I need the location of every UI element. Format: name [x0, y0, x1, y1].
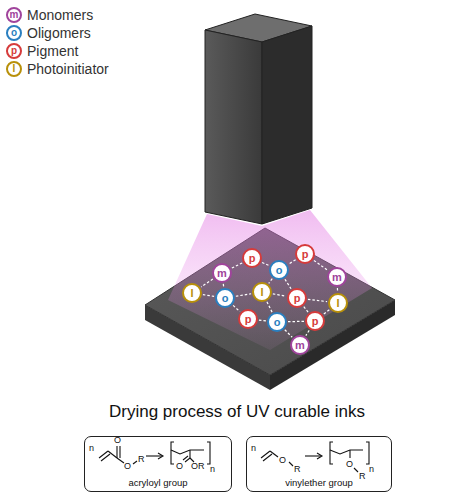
bond-line — [262, 262, 269, 265]
particle-letter: p — [312, 316, 319, 327]
particle-circle: I — [182, 283, 202, 303]
head-right — [262, 26, 312, 224]
legend-letter: m — [10, 10, 19, 20]
chem-atom: O — [176, 462, 183, 471]
bond-line — [285, 279, 291, 288]
chem-atom: OR — [191, 462, 205, 471]
particle-letter: o — [222, 293, 229, 304]
particle-letter: I — [190, 288, 193, 299]
particle-letter: p — [302, 249, 309, 260]
particle-circle: p — [287, 288, 307, 308]
legend-letter: p — [11, 46, 17, 56]
bond-line — [259, 320, 266, 322]
bond-line — [203, 295, 214, 297]
bond-line — [304, 307, 308, 313]
chem-atom: R — [294, 465, 301, 474]
chem-atom: O — [114, 436, 121, 445]
legend-circle: p — [6, 43, 22, 59]
acryloyl-structure — [99, 442, 210, 464]
particle-letter: m — [332, 272, 342, 283]
chem-atom: O — [124, 462, 131, 471]
bond-line — [223, 284, 224, 287]
particle-circle: o — [269, 260, 289, 280]
particle-circle: p — [242, 248, 262, 268]
particle-circle: p — [305, 311, 325, 331]
particle-circle: m — [212, 263, 232, 283]
bond-line — [201, 279, 213, 287]
legend-circle: I — [6, 61, 22, 77]
bond-line — [273, 294, 286, 296]
bond-line — [288, 260, 295, 264]
legend-text: Oligomers — [27, 26, 91, 40]
bond-line — [324, 310, 330, 314]
legend-text: Photoinitiator — [27, 62, 109, 76]
particle-letter: p — [294, 293, 301, 304]
particle-letter: I — [336, 298, 339, 309]
group-label: vinylether group — [285, 477, 353, 488]
bond-line — [308, 299, 327, 301]
bond-line — [306, 330, 309, 335]
particle-letter: o — [276, 265, 283, 276]
legend-text: Pigment — [27, 44, 78, 58]
bond-line — [233, 305, 240, 311]
title: Drying process of UV curable inks — [0, 402, 474, 422]
bond-line — [236, 294, 251, 296]
chem-atom: R — [138, 455, 145, 464]
particle-circle: I — [252, 282, 272, 302]
particle-circle: I — [328, 293, 348, 313]
bond-line — [285, 330, 292, 337]
uv-light — [168, 210, 372, 350]
particle-letter: p — [249, 253, 256, 264]
particle-letter: I — [260, 287, 263, 298]
particle-circle: m — [290, 335, 310, 355]
bond-line — [314, 260, 328, 270]
particle-letter: m — [295, 340, 305, 351]
particle-letter: p — [245, 314, 252, 325]
bond-line — [337, 288, 338, 292]
legend-circle: o — [6, 25, 22, 41]
legend-circle: m — [6, 7, 22, 23]
chem-atom: n — [251, 444, 256, 453]
chem-atom: n — [369, 465, 374, 474]
group-box: vinylether group — [246, 436, 392, 492]
chem-atom: O — [279, 456, 286, 465]
bond-line — [267, 302, 272, 312]
head-left — [205, 30, 262, 224]
chem-atom: R — [359, 472, 366, 481]
particle-circle: m — [327, 267, 347, 287]
bond-line — [269, 279, 273, 284]
legend-letter: o — [11, 28, 17, 38]
vinylether-structure — [261, 442, 369, 472]
group-box: acryloyl group — [84, 436, 232, 492]
particle-letter: o — [274, 317, 281, 328]
group-label: acryloyl group — [128, 477, 187, 488]
chem-atom: O — [346, 460, 353, 469]
particle-letter: m — [217, 268, 227, 279]
chem-atom: n — [210, 465, 215, 474]
legend-text: Monomers — [27, 8, 93, 22]
particle-circle: p — [295, 244, 315, 264]
legend-letter: I — [13, 64, 16, 74]
particle-circle: o — [215, 288, 235, 308]
bond-line — [232, 263, 242, 268]
particle-circle: p — [238, 309, 258, 329]
chem-atom: n — [89, 444, 94, 453]
particle-circle: o — [267, 312, 287, 332]
bond-line — [288, 321, 304, 322]
